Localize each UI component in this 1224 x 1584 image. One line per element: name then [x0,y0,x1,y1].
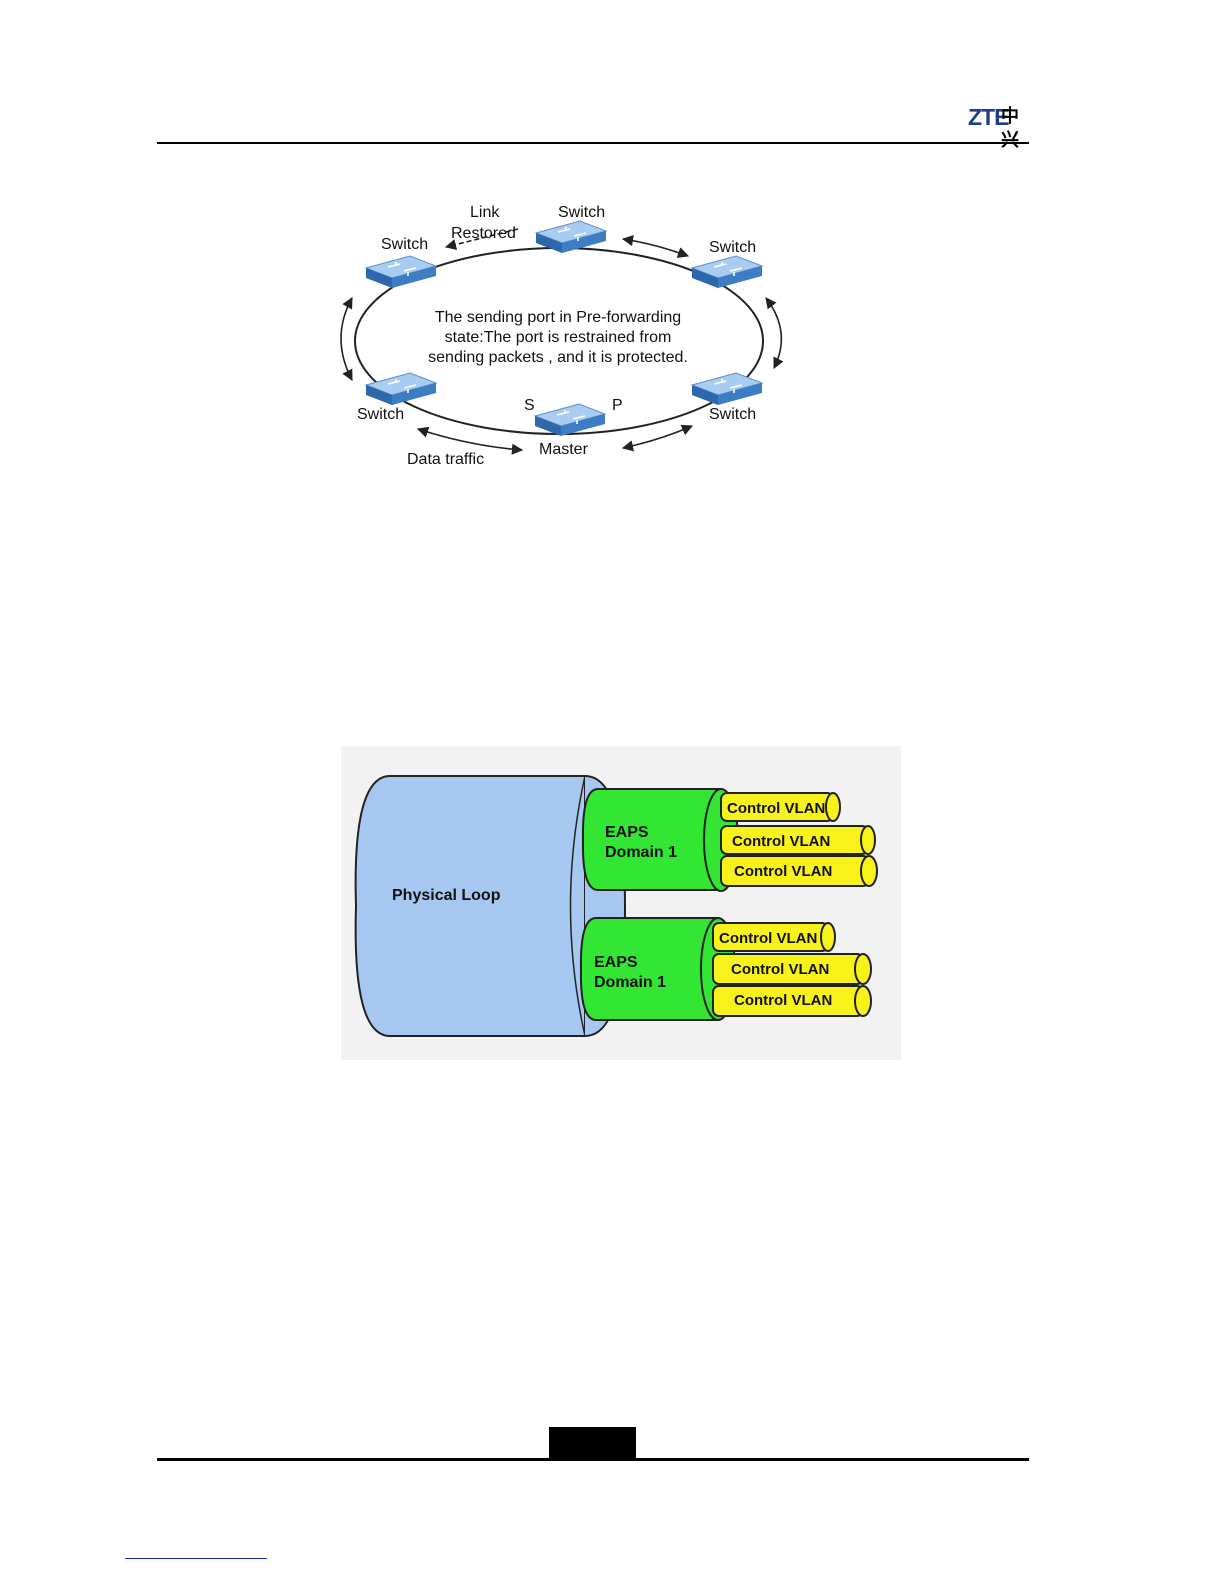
switch-bottom-right-label: Switch [709,406,756,423]
switch-top-left-label: Switch [381,236,428,253]
switch-top-right-label: Switch [709,239,756,256]
master-label: Master [539,441,589,458]
domain-1-line1: EAPS [605,824,649,841]
domain-1-vlan-2-label: Control VLAN [732,833,830,850]
control-vlan-tube-3 [720,855,878,887]
domain-1-vlan-1-label: Control VLAN [727,800,825,817]
primary-port-label: P [612,397,623,414]
eaps-domain-diagram: Physical Loop EAPS Domain 1 Control VLAN… [341,746,901,1060]
traffic-arrow-top-right [621,235,690,258]
logo-latin-text: ZTE [968,104,1009,130]
restored-label: Restored [451,225,516,242]
physical-loop-label: Physical Loop [392,887,501,904]
note-line-2: state:The port is restrained from [445,329,672,346]
note-line-3: sending packets , and it is protected. [428,349,688,366]
footer-link-underline [125,1558,267,1559]
header-rule [157,142,1029,144]
data-traffic-arrow [416,426,524,455]
control-vlan-tube-6 [712,985,872,1017]
domain-2-vlan-3-label: Control VLAN [734,992,832,1009]
domain-1-vlan-3-label: Control VLAN [734,863,832,880]
link-label: Link [470,204,500,221]
control-vlan-tube-5 [712,953,872,985]
link-restored-arrow [444,228,519,250]
switch-bottom-left-label: Switch [357,406,404,423]
switch-top-label: Switch [558,204,605,221]
domain-2-vlan-1-label: Control VLAN [719,930,817,947]
traffic-arrow-right [765,297,784,370]
logo-cjk-text: 中兴 [1001,106,1019,151]
data-traffic-label: Data traffic [407,451,484,468]
zte-logo: ZTE 中兴 [968,104,1030,151]
control-vlan-tube-1 [720,792,841,822]
secondary-port-label: S [524,397,535,414]
footer-rule [157,1458,1029,1461]
control-vlan-tube-2 [720,825,876,855]
domain-2-line1: EAPS [594,954,638,971]
domain-1-line2: Domain 1 [605,844,677,861]
note-line-1: The sending port in Pre-forwarding [435,309,681,326]
traffic-arrow-bottom-right [621,424,694,452]
page-number-box [549,1427,636,1459]
control-vlan-tube-4 [712,922,836,952]
eaps-ring-diagram: Link Restored Switch Switch Switch Switc… [340,204,784,468]
traffic-arrow-left [340,297,353,381]
domain-2-line2: Domain 1 [594,974,666,991]
domain-2-vlan-2-label: Control VLAN [731,961,829,978]
